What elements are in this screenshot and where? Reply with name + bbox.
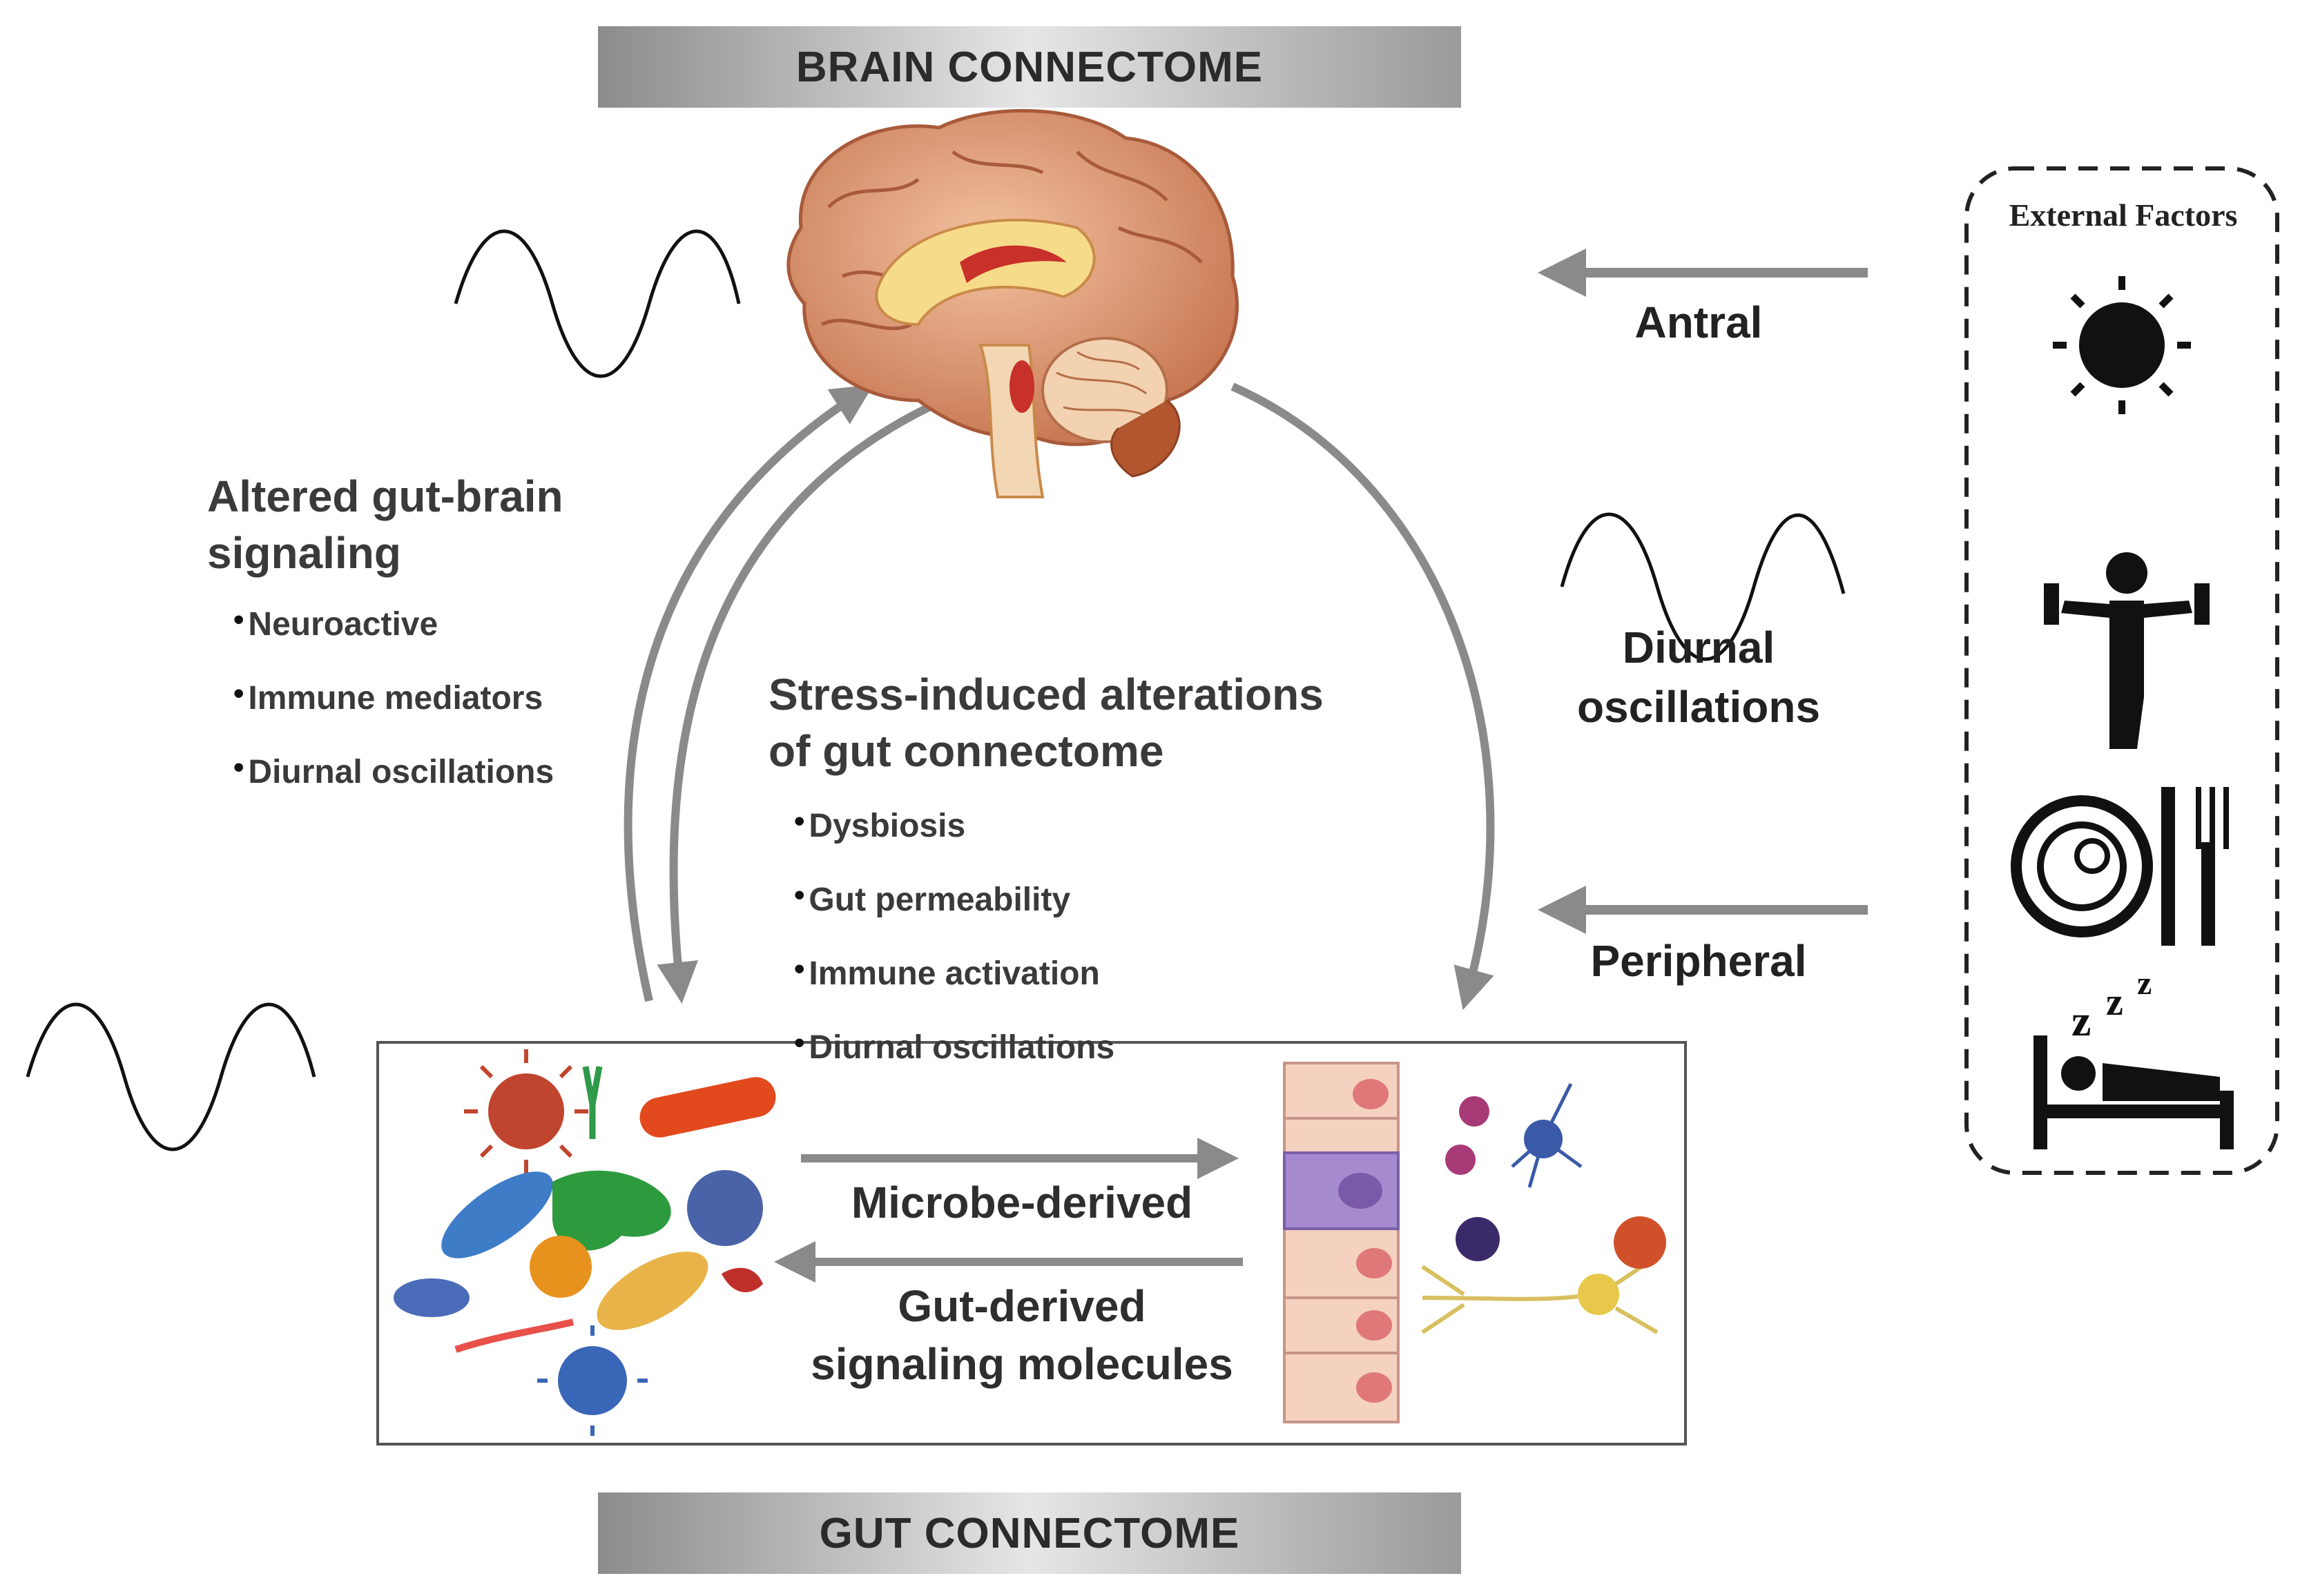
peripheral-label: Peripheral: [1590, 936, 1807, 986]
diurnal-line1: Diurnal: [1622, 623, 1775, 672]
left-panel-bullets: Neuroactive Immune mediators Diurnal osc…: [233, 585, 554, 807]
sine-wave-left: [26, 1002, 316, 1151]
food-icon: [2011, 787, 2229, 946]
gut-derived-line2: signaling molecules: [811, 1339, 1233, 1389]
center-heading-line1: Stress-induced alterations: [769, 670, 1324, 719]
left-bullet: Diurnal oscillations: [233, 733, 554, 807]
antral-label: Antral: [1634, 298, 1763, 347]
brain-to-gut-arrow: [657, 403, 931, 1004]
svg-text:z: z: [2106, 981, 2123, 1024]
left-bullet: Immune mediators: [233, 659, 554, 733]
microbes-cluster: [394, 1049, 776, 1436]
brain-connectome-banner: BRAIN CONNECTOME: [598, 26, 1461, 108]
diurnal-oscillations-label: Diurnal oscillations: [1533, 618, 1864, 737]
left-bullet: Neuroactive: [233, 585, 554, 659]
sun-icon: [2053, 276, 2191, 414]
brain-to-gut-right-arc: [1230, 382, 1495, 1011]
diurnal-line2: oscillations: [1576, 682, 1821, 732]
center-bullet: Immune activation: [794, 935, 1114, 1009]
gut-derived-line1: Gut-derived: [898, 1281, 1146, 1331]
microbe-derived-label: Microbe-derived: [851, 1178, 1193, 1227]
gut-connectome-banner: GUT CONNECTOME: [598, 1492, 1461, 1574]
center-panel-bullets: Dysbiosis Gut permeability Immune activa…: [794, 787, 1114, 1082]
center-bullet: Gut permeability: [794, 861, 1114, 935]
external-factors-box: [1964, 166, 2279, 1175]
brain-illustration: [786, 108, 1239, 498]
left-heading-line1: Altered gut-brain: [207, 471, 563, 521]
svg-text:z: z: [2137, 965, 2152, 1002]
center-bullet: Diurnal oscillations: [794, 1009, 1114, 1082]
center-bullet: Dysbiosis: [794, 787, 1114, 861]
left-heading-line2: signaling: [207, 528, 401, 578]
left-panel-heading: Altered gut-brain signaling: [207, 468, 563, 581]
exercise-icon: [2044, 552, 2210, 749]
center-heading-line2: of gut connectome: [769, 726, 1164, 776]
sine-wave-right: [1560, 512, 1846, 661]
gut-derived-label: Gut-derived signaling molecules: [780, 1277, 1264, 1393]
gut-to-brain-arrow: [624, 385, 874, 1002]
gut-connectome-title: GUT CONNECTOME: [819, 1509, 1240, 1557]
sine-wave-top-left: [454, 229, 741, 378]
brain-connectome-title: BRAIN CONNECTOME: [795, 43, 1264, 91]
svg-text:z: z: [2071, 996, 2091, 1045]
external-factors-title: External Factors: [2009, 197, 2238, 233]
epithelium-and-immune-cells: [1283, 1062, 1666, 1423]
sleep-icon: z z z: [2033, 965, 2234, 1149]
center-panel-heading: Stress-induced alterations of gut connec…: [769, 666, 1324, 779]
